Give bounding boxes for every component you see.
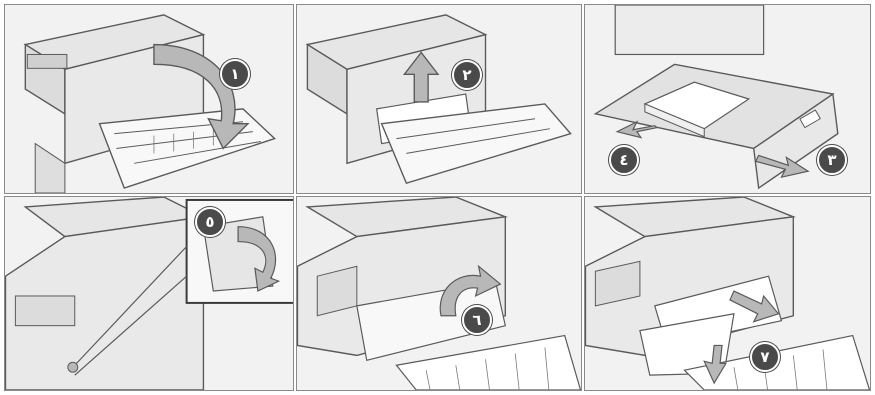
printer-lever-illustration	[297, 5, 581, 193]
printer-paper-removal-illustration	[585, 197, 870, 390]
step-4-badge: ٤	[609, 145, 639, 175]
panel-raise-lever: ٢	[296, 4, 582, 194]
step-7-badge: ٧	[750, 342, 780, 372]
panel-pull-drawer: ٣ ٤	[584, 4, 871, 194]
step-6-badge: ٦	[462, 305, 492, 335]
step-2-badge: ٢	[452, 60, 482, 90]
panel-turn-knob: ٥	[4, 196, 294, 391]
panel-remove-paper: ٧	[584, 196, 871, 391]
printer-knob-illustration	[5, 197, 293, 390]
printer-side-door-illustration	[5, 5, 293, 193]
panel-close-guide: ٦	[296, 196, 582, 391]
step-1-badge: ١	[220, 59, 250, 89]
step-5-badge: ٥	[195, 207, 225, 237]
panel-open-side-cover: ١	[4, 4, 294, 194]
step-3-badge: ٣	[817, 145, 847, 175]
printer-guide-illustration	[297, 197, 581, 390]
